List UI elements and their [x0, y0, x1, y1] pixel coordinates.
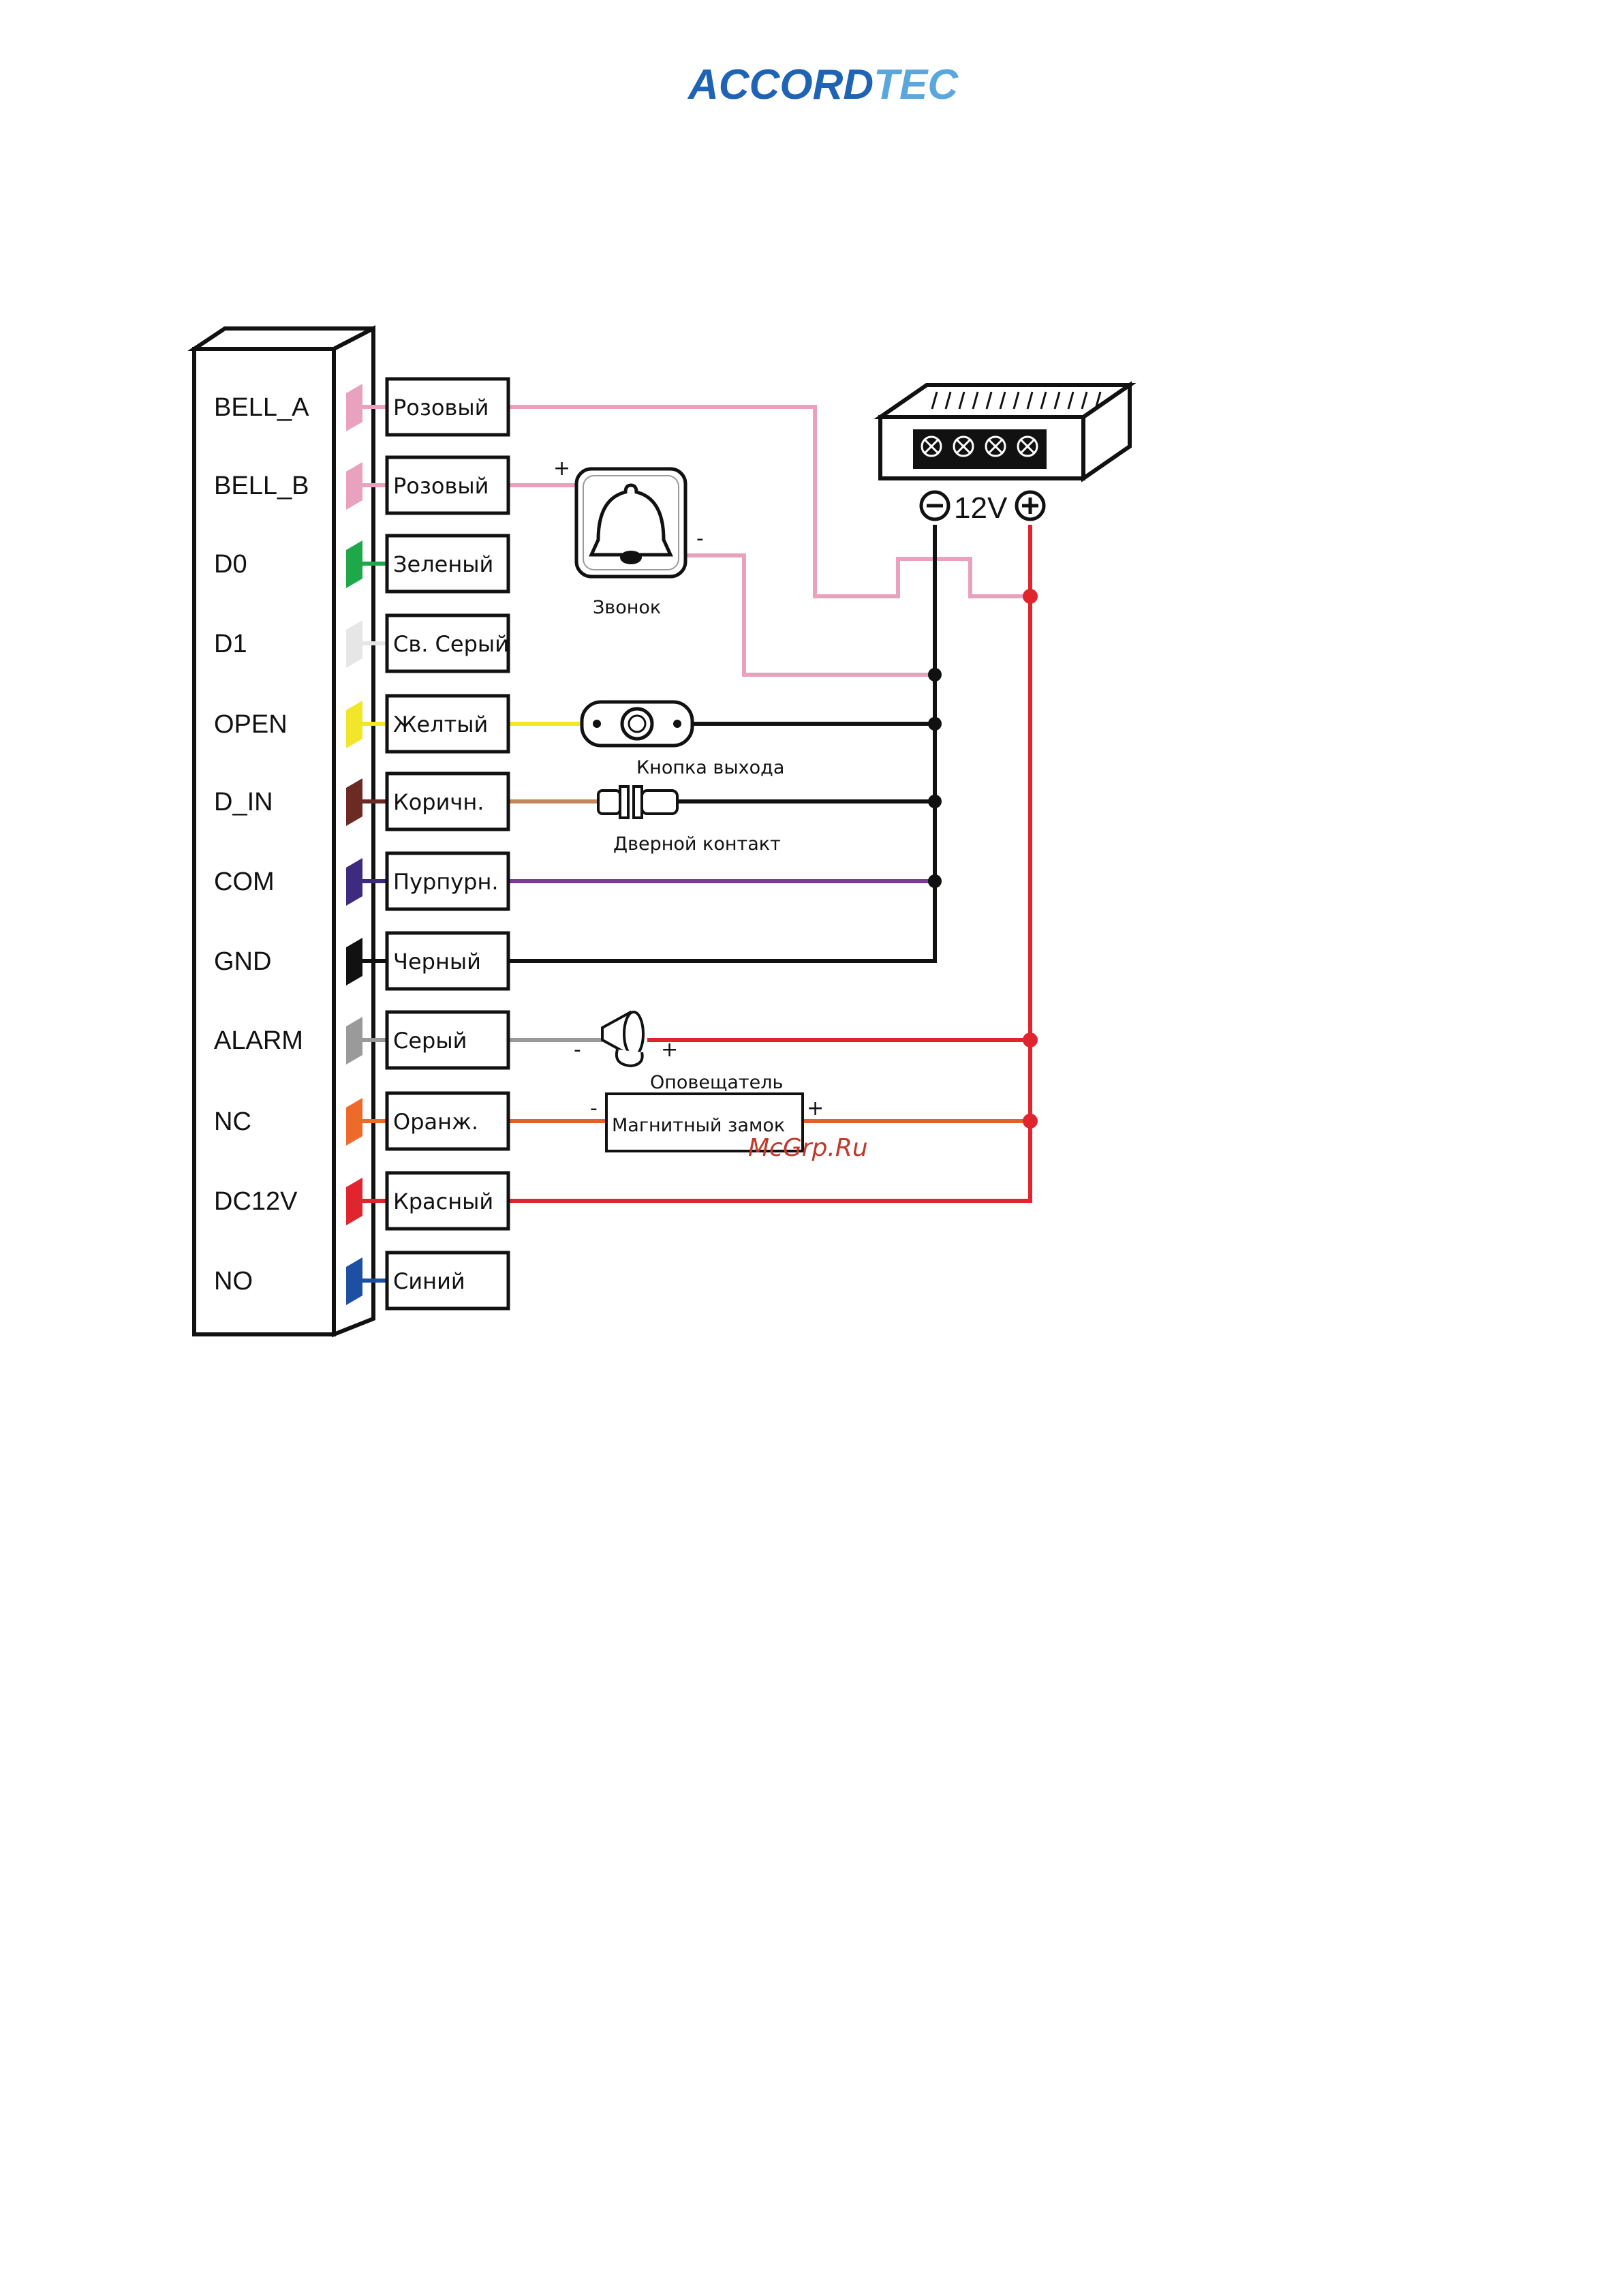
- pin-label: GND: [214, 947, 271, 976]
- bell-minus-sign: -: [696, 527, 704, 551]
- pin-label: COM: [214, 868, 275, 896]
- pin-label: BELL_B: [214, 472, 309, 500]
- logo-part-rd: RD: [813, 61, 874, 108]
- svg-text:ACCORDTEC: ACCORDTEC: [687, 61, 959, 108]
- bell-plus-sign: +: [553, 457, 570, 480]
- accordtec-logo: ACCORDTEC: [687, 61, 959, 108]
- logo-part-acc: ACC: [687, 61, 781, 108]
- wire-gnd-bus: [508, 525, 935, 961]
- wire-color-label: Розовый: [393, 473, 489, 499]
- pin-label: OPEN: [214, 710, 288, 739]
- junction-dot: [928, 668, 942, 682]
- siren-label: Оповещатель: [650, 1072, 783, 1093]
- wire-color-label: Пурпурн.: [393, 869, 499, 895]
- pin-label: DC12V: [214, 1187, 298, 1216]
- wire-color-label: Зеленый: [393, 551, 493, 577]
- siren-minus-sign: -: [574, 1038, 581, 1062]
- bell-device: + - Звонок: [553, 457, 704, 618]
- wire-color-label: Черный: [393, 949, 481, 975]
- wire-color-label: Красный: [393, 1189, 493, 1214]
- wire-color-label: Оранж.: [393, 1109, 478, 1135]
- door-contact-icon: [642, 791, 677, 814]
- bell-label: Звонок: [593, 597, 661, 618]
- pin-label: D_IN: [214, 788, 273, 816]
- wire-color-label: Коричн.: [393, 789, 484, 815]
- door-contact-device: Дверной контакт: [598, 786, 781, 855]
- wire-color-label: Св. Серый: [393, 631, 509, 657]
- wire-color-label: Серый: [393, 1028, 467, 1054]
- logo-part-tec: TEC: [874, 61, 959, 108]
- pin-label: BELL_A: [214, 393, 309, 422]
- junctions: [928, 589, 1038, 1129]
- junction-dot: [928, 717, 942, 731]
- pin-label: NC: [214, 1107, 251, 1136]
- exit-button-label: Кнопка выхода: [636, 757, 784, 778]
- logo-part-o: O: [779, 61, 812, 108]
- junction-dot: [928, 874, 942, 888]
- psu-voltage-label: 12V: [954, 491, 1008, 525]
- exit-button-device: Кнопка выхода: [582, 702, 784, 778]
- door-contact-label: Дверной контакт: [613, 833, 781, 855]
- siren-plus-sign: +: [661, 1038, 678, 1062]
- maglock-minus-sign: -: [590, 1097, 598, 1120]
- junction-dot: [1023, 589, 1038, 604]
- power-supply: 12V: [880, 385, 1130, 525]
- pin-label: ALARM: [214, 1026, 303, 1055]
- pin-label: D0: [214, 550, 247, 579]
- watermark: McGrp.Ru: [748, 1134, 868, 1162]
- wire-color-label: Желтый: [393, 711, 488, 737]
- maglock-label: Магнитный замок: [612, 1115, 785, 1136]
- junction-dot: [1023, 1032, 1038, 1047]
- wire-color-label: Розовый: [393, 395, 489, 420]
- wire-color-label: Синий: [393, 1268, 465, 1294]
- junction-dot: [1023, 1114, 1038, 1129]
- junction-dot: [928, 795, 942, 808]
- pin-label: NO: [214, 1267, 253, 1296]
- maglock-plus-sign: +: [807, 1097, 824, 1120]
- siren-device: - + Оповещатель: [574, 1012, 783, 1093]
- pin-label: D1: [214, 630, 247, 658]
